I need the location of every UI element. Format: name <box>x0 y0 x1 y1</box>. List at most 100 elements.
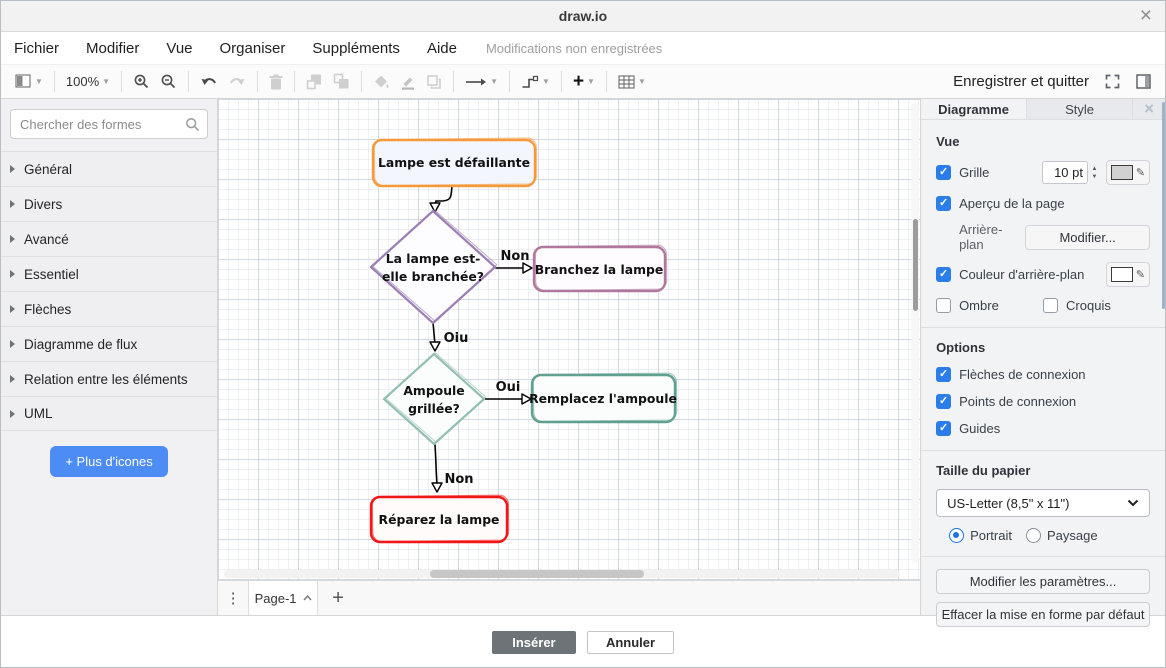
page-view-icon <box>15 74 31 88</box>
search-icon <box>186 117 200 132</box>
delete-button[interactable] <box>269 74 283 90</box>
insert-button[interactable]: Insérer <box>491 630 576 654</box>
format-panel-toggle-button[interactable] <box>1136 74 1151 89</box>
connection-points-label: Points de connexion <box>959 394 1077 409</box>
sidebar-item-label: Général <box>24 161 73 177</box>
connection-arrows-checkbox[interactable]: ✓ <box>936 367 952 382</box>
zoom-in-button[interactable] <box>133 73 150 90</box>
table-dropdown[interactable]: ▼ <box>618 74 646 89</box>
landscape-label: Paysage <box>1046 528 1098 543</box>
background-modify-button[interactable]: Modifier... <box>1025 224 1150 250</box>
menu-modifier[interactable]: Modifier <box>86 39 140 57</box>
grid-checkbox[interactable]: ✓ <box>936 165 952 180</box>
window-title: draw.io <box>558 8 608 24</box>
shadow-checkbox[interactable] <box>936 298 952 313</box>
menu-bar: Fichier Modifier Vue Organiser Supplémen… <box>1 32 1165 65</box>
guides-checkbox[interactable]: ✓ <box>936 421 952 436</box>
svg-text:Branchez la lampe: Branchez la lampe <box>535 262 664 277</box>
tab-page-1[interactable]: Page-1 <box>248 581 319 615</box>
sidebar-item-label: Diagramme de flux <box>24 336 138 352</box>
landscape-radio[interactable] <box>1025 528 1041 543</box>
waypoint-style-dropdown[interactable]: ▼ <box>521 75 550 89</box>
panel-scrollbar-thumb[interactable] <box>1162 102 1165 309</box>
svg-text:Non: Non <box>501 249 530 264</box>
cancel-button[interactable]: Annuler <box>586 630 675 654</box>
grid-size-input[interactable] <box>1042 161 1088 184</box>
sidebar-item-general[interactable]: Général <box>1 151 218 186</box>
sidebar-item-label: Relation entre les éléments <box>24 371 188 387</box>
page-view-label: Aperçu de la page <box>959 196 1065 211</box>
page-view-checkbox[interactable]: ✓ <box>936 196 952 211</box>
portrait-radio[interactable] <box>949 528 965 543</box>
page-tab-label: Page-1 <box>254 590 297 606</box>
tab-diagramme[interactable]: Diagramme <box>921 99 1028 119</box>
sidebar-item-uml[interactable]: UML <box>1 396 218 431</box>
fullscreen-button[interactable] <box>1105 74 1120 89</box>
svg-text:La lampe est-: La lampe est- <box>386 251 481 266</box>
chevron-up-icon <box>302 595 312 601</box>
menu-vue[interactable]: Vue <box>166 39 193 57</box>
insert-shape-dropdown[interactable]: + ▼ <box>573 72 595 91</box>
paper-size-heading: Taille du papier <box>936 463 1031 478</box>
bg-color-checkbox[interactable]: ✓ <box>936 267 952 282</box>
pages-menu-button[interactable]: ⋮ <box>225 590 241 607</box>
sidebar-item-diagramme-de-flux[interactable]: Diagramme de flux <box>1 326 218 361</box>
to-back-button[interactable] <box>333 73 350 90</box>
zoom-level-dropdown[interactable]: 100% ▼ <box>66 74 110 89</box>
tab-style[interactable]: Style <box>1027 99 1134 119</box>
redo-button[interactable] <box>228 75 246 89</box>
chevron-right-icon <box>10 375 15 383</box>
svg-text:Remplacez l'ampoule: Remplacez l'ampoule <box>529 391 677 406</box>
table-grid-icon <box>618 74 635 89</box>
svg-text:Oiu: Oiu <box>444 331 469 346</box>
connection-points-checkbox[interactable]: ✓ <box>936 394 952 409</box>
dialog-action-bar: Insérer Annuler <box>1 615 1165 667</box>
line-color-button[interactable] <box>400 74 416 90</box>
undo-button[interactable] <box>200 75 218 89</box>
menu-fichier[interactable]: Fichier <box>14 39 60 57</box>
sidebar-item-fleches[interactable]: Flèches <box>1 291 218 326</box>
edit-settings-button[interactable]: Modifier les paramètres... <box>936 569 1150 594</box>
chevron-down-icon: ▼ <box>490 77 499 86</box>
clear-default-style-button[interactable]: Effacer la mise en forme par défaut <box>936 602 1150 627</box>
window-close-icon[interactable]: × <box>1139 4 1152 27</box>
connector-icon <box>522 75 539 88</box>
sidebar-item-relation-elements[interactable]: Relation entre les éléments <box>1 361 218 396</box>
vertical-scrollbar[interactable] <box>911 103 920 563</box>
grid-color-button[interactable]: ✎ <box>1106 160 1150 185</box>
menu-aide[interactable]: Aide <box>426 39 457 57</box>
format-panel: Diagramme Style × Vue ✓ Grille ▲▼ ✎ <box>920 99 1165 627</box>
menu-supplements[interactable]: Suppléments <box>312 39 400 57</box>
connection-style-dropdown[interactable]: ▼ <box>465 76 498 88</box>
zoom-out-button[interactable] <box>160 73 177 90</box>
chevron-right-icon <box>10 270 15 278</box>
paper-size-select[interactable]: US-Letter (8,5" x 11") <box>936 489 1150 517</box>
sidebar-item-essentiel[interactable]: Essentiel <box>1 256 218 291</box>
grid-size-stepper[interactable]: ▲▼ <box>1091 165 1098 180</box>
title-bar: draw.io × <box>1 1 1165 32</box>
save-and-quit-button[interactable]: Enregistrer et quitter <box>953 73 1089 90</box>
shadow-button[interactable] <box>426 74 442 90</box>
chevron-right-icon <box>10 340 15 348</box>
sidebar-item-avance[interactable]: Avancé <box>1 221 218 256</box>
svg-text:Oui: Oui <box>496 380 521 395</box>
view-panels-button[interactable]: ▼ <box>15 74 43 89</box>
menu-organiser[interactable]: Organiser <box>219 39 286 57</box>
vertical-scrollbar-thumb[interactable] <box>913 219 919 311</box>
horizontal-scrollbar-thumb[interactable] <box>430 570 645 578</box>
more-shapes-button[interactable]: + Plus d'icones <box>50 446 168 477</box>
fill-color-button[interactable] <box>373 74 390 90</box>
search-input[interactable] <box>10 109 209 139</box>
bg-color-button[interactable]: ✎ <box>1106 262 1150 287</box>
to-front-button[interactable] <box>306 73 323 90</box>
add-page-button[interactable]: + <box>332 586 344 609</box>
sidebar-item-label: Essentiel <box>24 266 79 282</box>
view-section-heading: Vue <box>936 134 960 149</box>
sketch-checkbox[interactable] <box>1043 298 1059 313</box>
panel-close-icon[interactable]: × <box>1144 99 1154 118</box>
horizontal-scrollbar[interactable] <box>224 570 901 578</box>
sidebar-item-divers[interactable]: Divers <box>1 186 218 221</box>
unsaved-changes-status: Modifications non enregistrées <box>485 40 663 56</box>
